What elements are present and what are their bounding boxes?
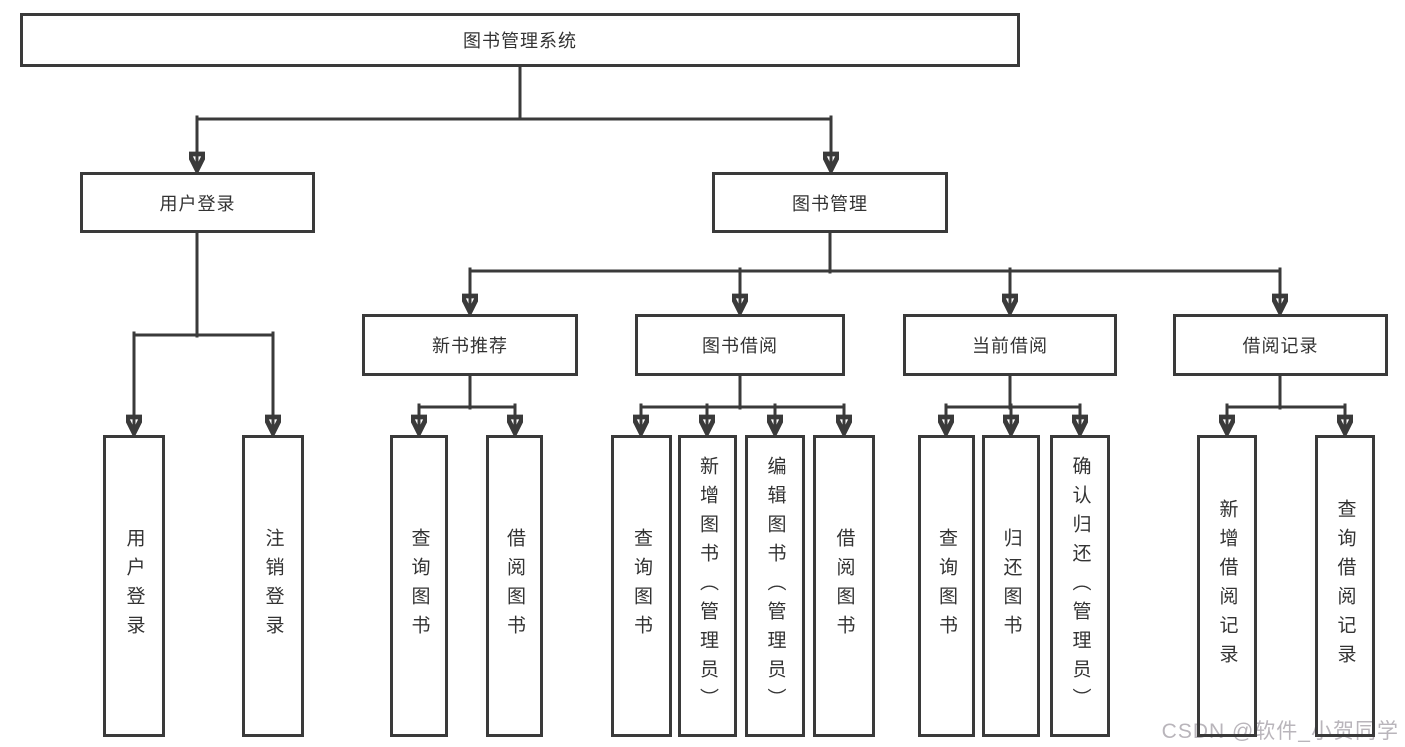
- leaf-cb-query-books: 查询图书: [918, 435, 975, 737]
- leaf-bb-borrow-books: 借阅图书: [813, 435, 875, 737]
- edges-current-borrowing-to-leaves: [946, 372, 1080, 433]
- leaf-logout: 注销登录: [242, 435, 304, 737]
- node-borrowing-records: 借阅记录: [1173, 314, 1388, 376]
- edges-borrowing-records-to-leaves: [1227, 372, 1345, 433]
- edges-user-login-to-leaves: [134, 228, 273, 433]
- leaf-bb-add-books-admin: 新增图书（管理员）: [678, 435, 737, 737]
- csdn-watermark: CSDN @软件_小贺同学: [1161, 720, 1399, 743]
- node-book-management-system: 图书管理系统: [20, 13, 1020, 67]
- node-user-login: 用户登录: [80, 172, 315, 233]
- leaf-cb-confirm-return-admin: 确认归还（管理员）: [1050, 435, 1110, 737]
- leaf-cb-return-books: 归还图书: [982, 435, 1040, 737]
- edges-root-to-level2: [197, 64, 831, 170]
- leaf-nbr-query-books: 查询图书: [390, 435, 448, 737]
- edges-new-book-recommend-to-leaves: [419, 372, 515, 433]
- leaf-br-add-record: 新增借阅记录: [1197, 435, 1257, 737]
- node-book-borrowing: 图书借阅: [635, 314, 845, 376]
- leaf-bb-query-books: 查询图书: [611, 435, 672, 737]
- edges-book-management-to-level3: [470, 228, 1280, 312]
- leaf-br-query-record: 查询借阅记录: [1315, 435, 1375, 737]
- leaf-bb-edit-books-admin: 编辑图书（管理员）: [745, 435, 805, 737]
- leaf-nbr-borrow-books: 借阅图书: [486, 435, 543, 737]
- node-current-borrowing: 当前借阅: [903, 314, 1117, 376]
- edges-book-borrowing-to-leaves: [641, 372, 844, 433]
- leaf-user-login: 用户登录: [103, 435, 165, 737]
- node-new-book-recommend: 新书推荐: [362, 314, 578, 376]
- node-book-management: 图书管理: [712, 172, 948, 233]
